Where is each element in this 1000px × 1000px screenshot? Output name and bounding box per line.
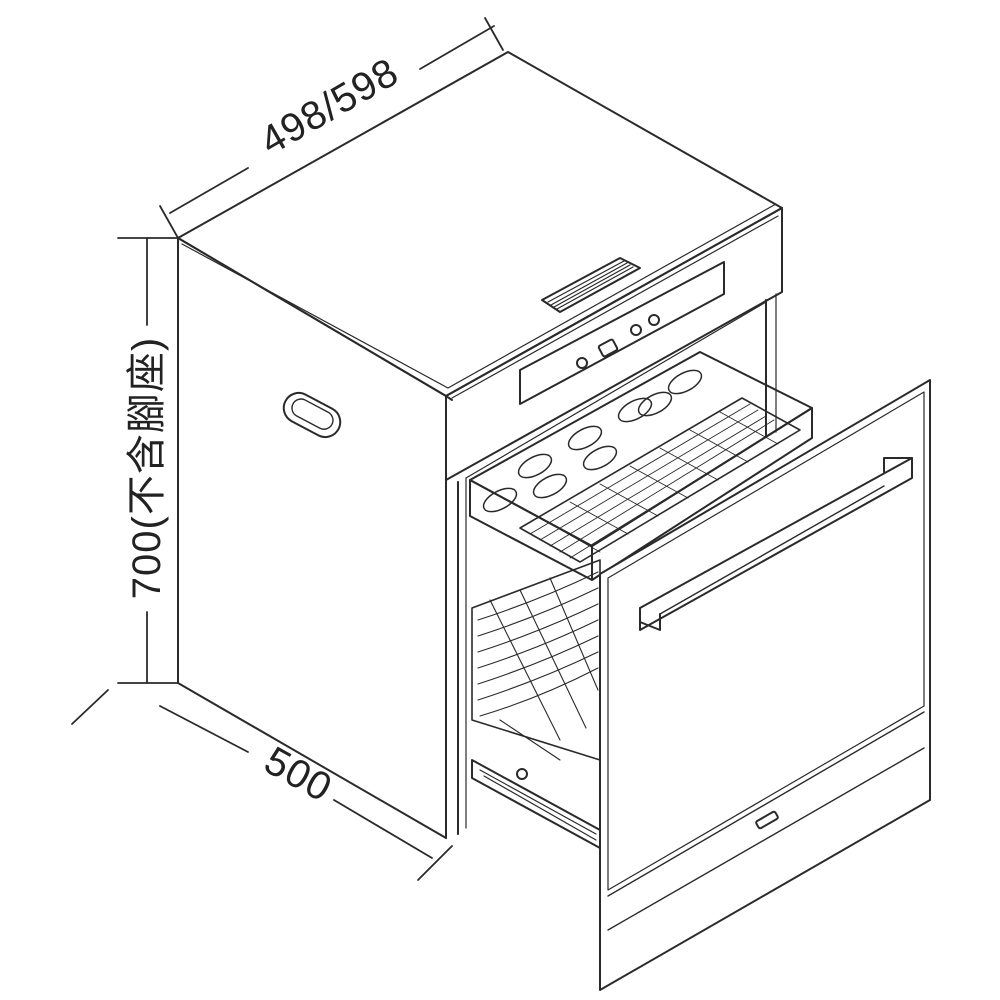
drawer-front-panel [599,379,931,991]
dim-line-depth-a [159,705,249,753]
cabinet-top-face [177,51,783,397]
brand-badge [755,810,779,830]
control-buttons [576,314,660,369]
vent-grille-icon [541,257,641,313]
button-icon [648,314,660,326]
drawer-rail [471,759,601,849]
cabinet-side-face [177,237,447,839]
top-edge-inner [181,243,449,389]
drawer-bottom-strip-b [607,747,925,931]
dim-ext-depth-left [71,689,109,725]
button-icon [576,357,588,369]
drawer-front [599,379,931,991]
dim-label-top-width: 498/598 [253,50,406,164]
panel-rim [451,215,779,399]
control-display-strip [519,261,725,405]
dim-ext-top-left [159,205,179,239]
utensil-mesh-top [519,397,801,563]
drawer-bottom-strip [607,711,925,897]
basket-front-left [469,479,593,581]
mesh-hatching [529,403,785,559]
lower-dish-rack [471,559,601,849]
top-edge-inner-b [447,203,777,389]
dim-line-top-b [419,25,495,70]
button-icon [630,324,642,336]
drawer-front-inset [607,391,925,891]
dim-ext-depth-right [417,845,453,881]
front-top-panel [445,207,783,481]
drawer-handle-icon[interactable] [639,457,913,631]
upper-basket [469,351,813,581]
dim-label-depth: 500 [257,738,339,810]
dim-line-depth-b [333,799,433,859]
dim-line-top-a [169,167,249,214]
plate-rack-wires [477,571,599,761]
dim-label-height: 700(不含腳座) [125,337,169,599]
side-recess-handle-icon [282,391,342,439]
cup-holders [482,369,703,513]
display-icon [597,338,619,358]
front-frame [445,207,783,839]
dim-ext-top-right [484,17,504,51]
opening-top-edge [465,301,767,479]
